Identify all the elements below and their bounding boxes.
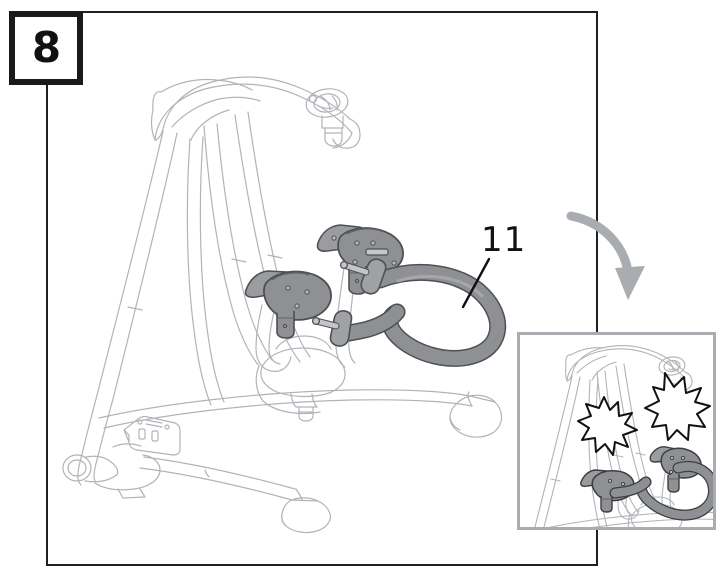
inset-detail-panel <box>517 332 716 530</box>
part-callout-number: 11 <box>481 220 527 260</box>
snap-indicator-right <box>644 372 711 441</box>
snap-indicator-left <box>577 396 638 456</box>
step-frame-border <box>46 11 598 566</box>
step-number-badge: 8 <box>9 11 83 85</box>
step-number-text: 8 <box>31 23 61 72</box>
inset-toy-bar-installed <box>609 461 713 521</box>
inset-illustration <box>534 344 713 527</box>
